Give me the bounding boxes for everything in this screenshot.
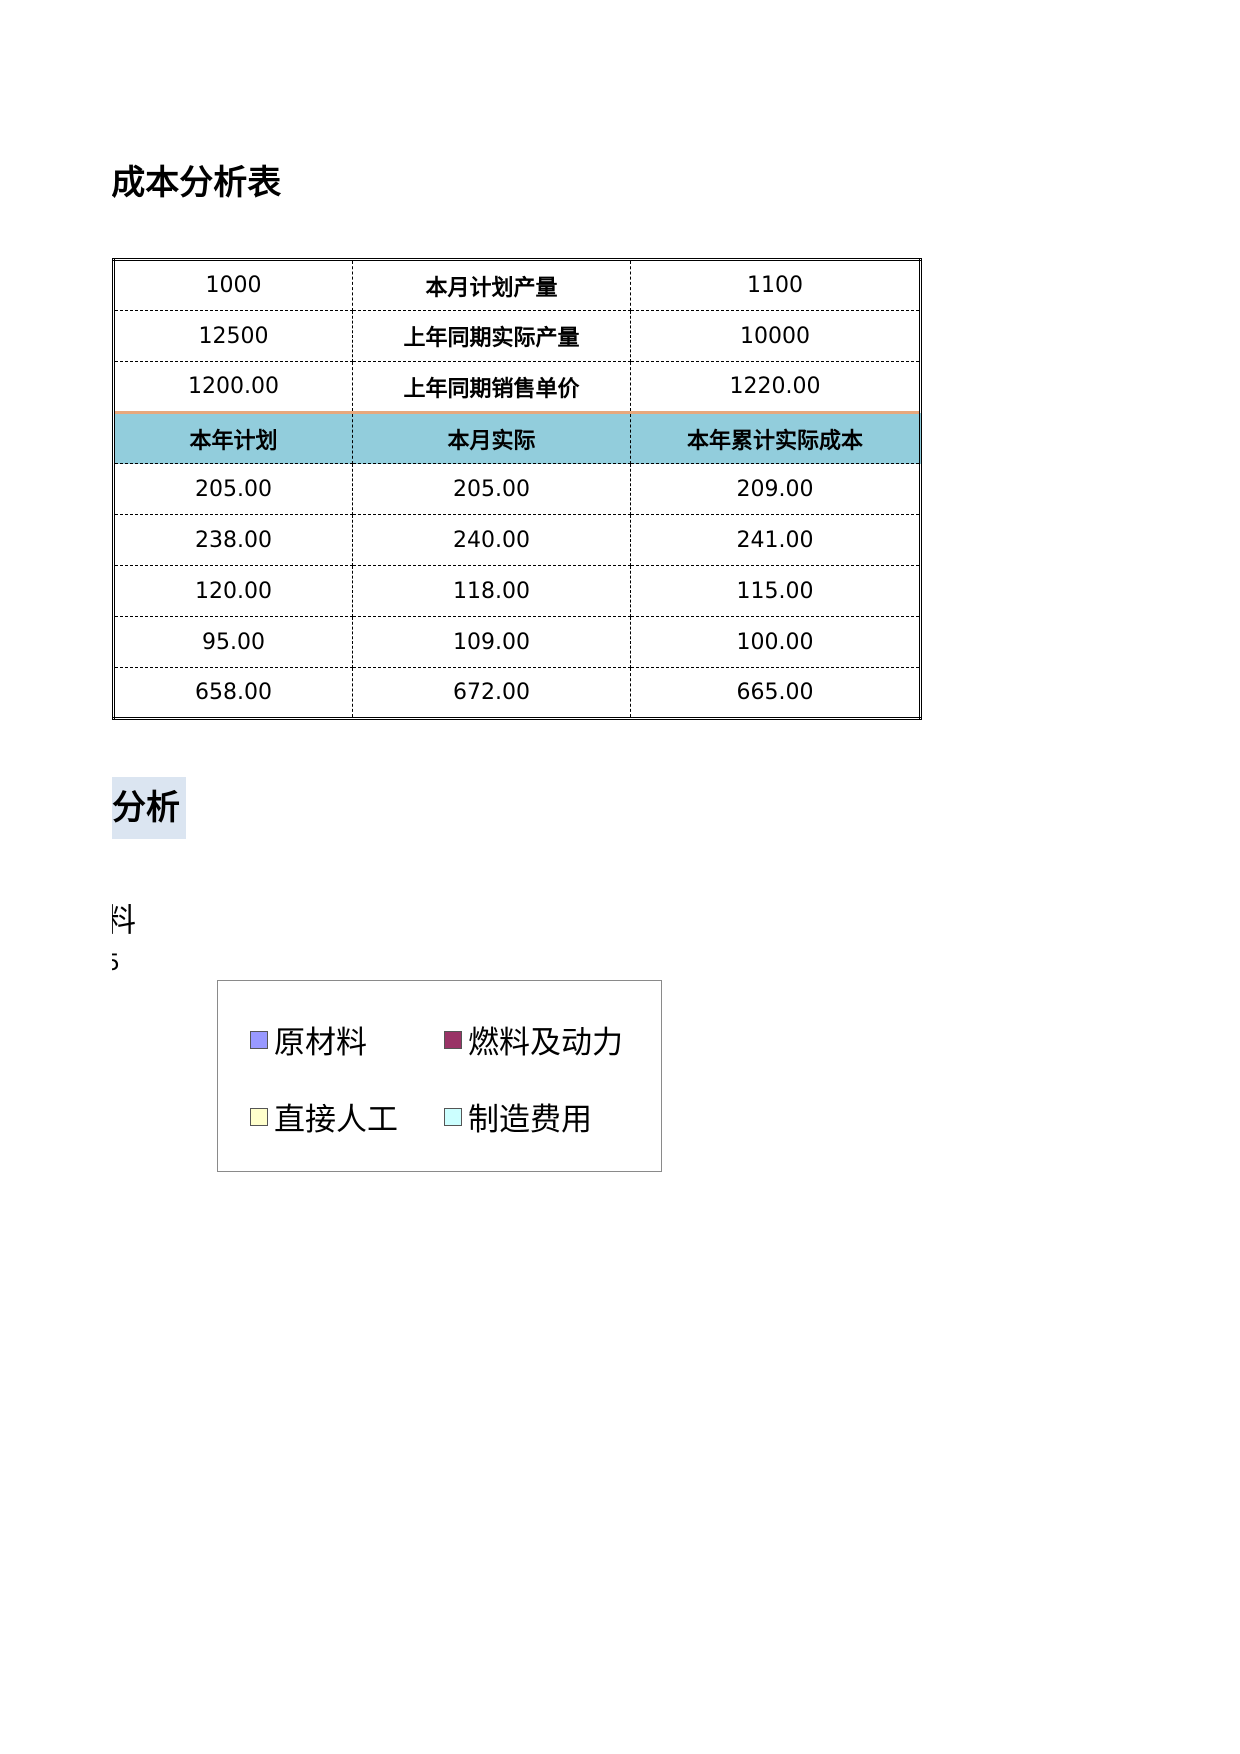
legend-label: 直接人工 — [274, 1102, 398, 1138]
column-header: 本年计划 — [113, 411, 353, 464]
fragment-text: 料 — [112, 901, 137, 939]
table-cell: 241.00 — [630, 514, 921, 566]
table-cell-label: 上年同期销售单价 — [352, 361, 631, 413]
table-header-row: 本年计划 本月实际 本年累计实际成本 — [113, 411, 921, 464]
legend-item: 制造费用 — [444, 1094, 592, 1139]
table-cell: 205.00 — [352, 463, 631, 515]
legend-label: 原材料 — [274, 1025, 367, 1061]
section-heading: 分析 — [112, 777, 186, 839]
table-cell: 10000 — [630, 310, 921, 362]
table-cell-label: 上年同期实际产量 — [352, 310, 631, 362]
table-cell: 95.00 — [113, 616, 353, 668]
legend-swatch — [444, 1030, 462, 1049]
table-row: 120.00 118.00 115.00 — [113, 565, 921, 617]
table-cell: 115.00 — [630, 565, 921, 617]
fragment-text: 5 — [112, 951, 120, 976]
table-row: 12500 上年同期实际产量 10000 — [113, 310, 921, 362]
clipped-label-fragment: 料 — [112, 900, 138, 940]
legend-item: 原材料 — [250, 1017, 367, 1062]
table-cell: 1220.00 — [630, 361, 921, 413]
column-header: 本年累计实际成本 — [630, 411, 921, 464]
table-cell: 109.00 — [352, 616, 631, 668]
table-row: 1000 本月计划产量 1100 — [113, 259, 921, 311]
table-row: 1200.00 上年同期销售单价 1220.00 — [113, 361, 921, 413]
legend-swatch — [444, 1107, 462, 1126]
table-cell: 238.00 — [113, 514, 353, 566]
column-header: 本月实际 — [352, 411, 631, 464]
table-cell: 120.00 — [113, 565, 353, 617]
title-text: F成本分析表 — [112, 163, 282, 203]
table-cell: 240.00 — [352, 514, 631, 566]
table-row: 238.00 240.00 241.00 — [113, 514, 921, 566]
table-cell: 665.00 — [630, 667, 921, 719]
legend-label: 制造费用 — [468, 1102, 592, 1138]
table-cell: 1000 — [113, 259, 353, 311]
legend-swatch — [250, 1107, 268, 1126]
table-cell: 205.00 — [113, 463, 353, 515]
cost-analysis-table: 1000 本月计划产量 1100 12500 上年同期实际产量 10000 12… — [112, 258, 922, 720]
legend-swatch — [250, 1030, 268, 1049]
table-cell: 12500 — [113, 310, 353, 362]
table-row: 205.00 205.00 209.00 — [113, 463, 921, 515]
table-cell: 658.00 — [113, 667, 353, 719]
clipped-value-fragment: 5 — [112, 950, 120, 978]
legend-label: 燃料及动力 — [468, 1025, 623, 1061]
table-cell: 1100 — [630, 259, 921, 311]
chart-legend: 原材料 燃料及动力 直接人工 制造费用 — [217, 980, 662, 1172]
table-row: 95.00 109.00 100.00 — [113, 616, 921, 668]
table-row: 658.00 672.00 665.00 — [113, 667, 921, 719]
table-cell-label: 本月计划产量 — [352, 259, 631, 311]
legend-item: 直接人工 — [250, 1094, 398, 1139]
page-title: F成本分析表 — [112, 160, 412, 206]
table-cell: 209.00 — [630, 463, 921, 515]
table-cell: 1200.00 — [113, 361, 353, 413]
table-cell: 672.00 — [352, 667, 631, 719]
table-cell: 100.00 — [630, 616, 921, 668]
table-cell: 118.00 — [352, 565, 631, 617]
legend-item: 燃料及动力 — [444, 1017, 623, 1062]
